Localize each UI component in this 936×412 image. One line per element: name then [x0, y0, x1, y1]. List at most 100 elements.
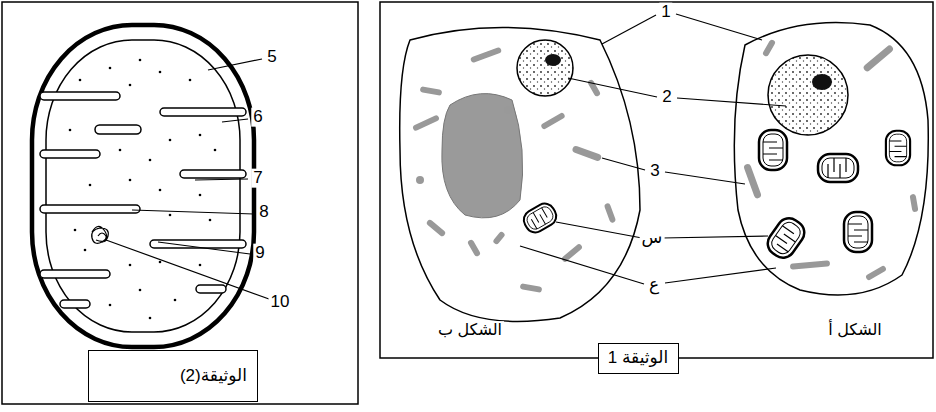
mitochondrion: [159, 71, 162, 74]
mitochondrion: [129, 179, 132, 182]
callout-number: 1: [659, 3, 672, 22]
cell-a: [790, 260, 830, 269]
cell-a: [743, 39, 918, 281]
callout-number: 2: [660, 88, 673, 107]
cell-a: [812, 74, 832, 90]
mitochondrion: [129, 264, 132, 267]
mitochondrion: [40, 92, 246, 308]
mitochondrion: [199, 134, 202, 137]
callout-number: 9: [253, 244, 266, 263]
leader-lines: [132, 210, 254, 214]
cell-b: [442, 94, 523, 218]
leader-lines: [676, 14, 762, 40]
cell-b: [412, 47, 616, 293]
mitochondrion: [139, 59, 142, 62]
mitochondrion: [159, 189, 162, 192]
cell-a: [743, 163, 762, 199]
cell-b: [412, 114, 440, 131]
mitochondrion: [40, 270, 110, 278]
cell-b: [470, 47, 502, 64]
mitochondrion: [159, 261, 162, 264]
leader-lines: [158, 242, 250, 254]
document-label-box: الوثيقة 1: [598, 343, 679, 374]
mitochondrion: [95, 125, 141, 134]
cell-b: [572, 145, 603, 162]
cell-b: [520, 283, 543, 293]
mitochondrion: [79, 79, 82, 82]
cell-a: [734, 23, 928, 296]
cell-b: [416, 176, 424, 184]
cell-a: [818, 154, 858, 182]
mitochondrion: [238, 172, 243, 177]
cell-a: [768, 55, 848, 135]
mitochondrion: [139, 289, 142, 292]
leader-lines: [208, 59, 262, 70]
mito-dna: [92, 226, 109, 243]
leader-lines: [556, 222, 642, 238]
leader-lines: [677, 98, 786, 106]
mitochondrion: [169, 139, 172, 142]
mitochondrion: [44, 272, 49, 277]
cell-b: [467, 239, 481, 258]
cell-a: [759, 130, 787, 170]
cell-a: [844, 212, 872, 252]
frame: [380, 2, 933, 358]
callout-number: 5: [265, 48, 278, 67]
mitochondrion: [32, 25, 254, 347]
frame: [2, 2, 358, 404]
mitochondrion: [214, 149, 217, 152]
cell-b: [426, 219, 447, 238]
cell-a: [886, 131, 910, 166]
mitochondrion: [69, 59, 217, 320]
mitochondrion: [119, 149, 122, 152]
leader-lines: [222, 119, 248, 122]
mitochondrion: [109, 304, 112, 307]
leader-lines: [520, 246, 644, 284]
mitochondrion: [69, 129, 72, 132]
mitochondrion: [149, 317, 152, 320]
callout-number: 3: [648, 162, 661, 181]
cell-b: [400, 28, 640, 322]
figure-caption: الشكل أ: [826, 321, 883, 339]
cell-a: [862, 44, 894, 73]
mitochondrion: [180, 170, 246, 178]
mitochondrion: [44, 152, 49, 157]
mitochondrion: [199, 264, 202, 267]
cell-b: [540, 112, 566, 130]
callout-number: 8: [257, 203, 270, 222]
leader-lines: [662, 236, 768, 238]
mitochondrion: [74, 229, 77, 232]
leader-lines: [602, 15, 656, 44]
mitochondrion: [89, 184, 92, 187]
cell-a: [865, 265, 887, 281]
mitochondrion: [40, 205, 140, 213]
leader-lines: [602, 158, 645, 170]
mito-dna: [98, 233, 107, 242]
mitochondrion: [46, 40, 240, 332]
callout-number: 10: [269, 293, 292, 312]
mitochondrion: [149, 159, 152, 162]
mitochondrion: [44, 94, 49, 99]
box-text: الوثيقة 1: [607, 348, 670, 368]
leader-lines: [665, 268, 776, 283]
cell-a: [762, 39, 776, 58]
leader-lines: [195, 179, 248, 180]
callout-number: س: [640, 229, 665, 248]
mitochondrion: [196, 285, 226, 293]
mitochondrion: [60, 300, 90, 308]
frame: [2, 2, 933, 404]
cell-a: [763, 214, 809, 263]
cell-b: [517, 40, 573, 96]
mitochondrion: [129, 84, 132, 87]
mitochondrion: [160, 108, 246, 116]
leader-lines: [665, 172, 745, 184]
mitochondrion: [238, 242, 243, 247]
figure-caption: الشكل ب: [436, 321, 504, 339]
cell-b: [420, 86, 443, 96]
cell-b: [400, 28, 640, 322]
cell-a: [734, 23, 928, 296]
mitochondrion: [40, 92, 120, 100]
cell-b: [604, 203, 616, 224]
mitochondrion: [199, 194, 202, 197]
